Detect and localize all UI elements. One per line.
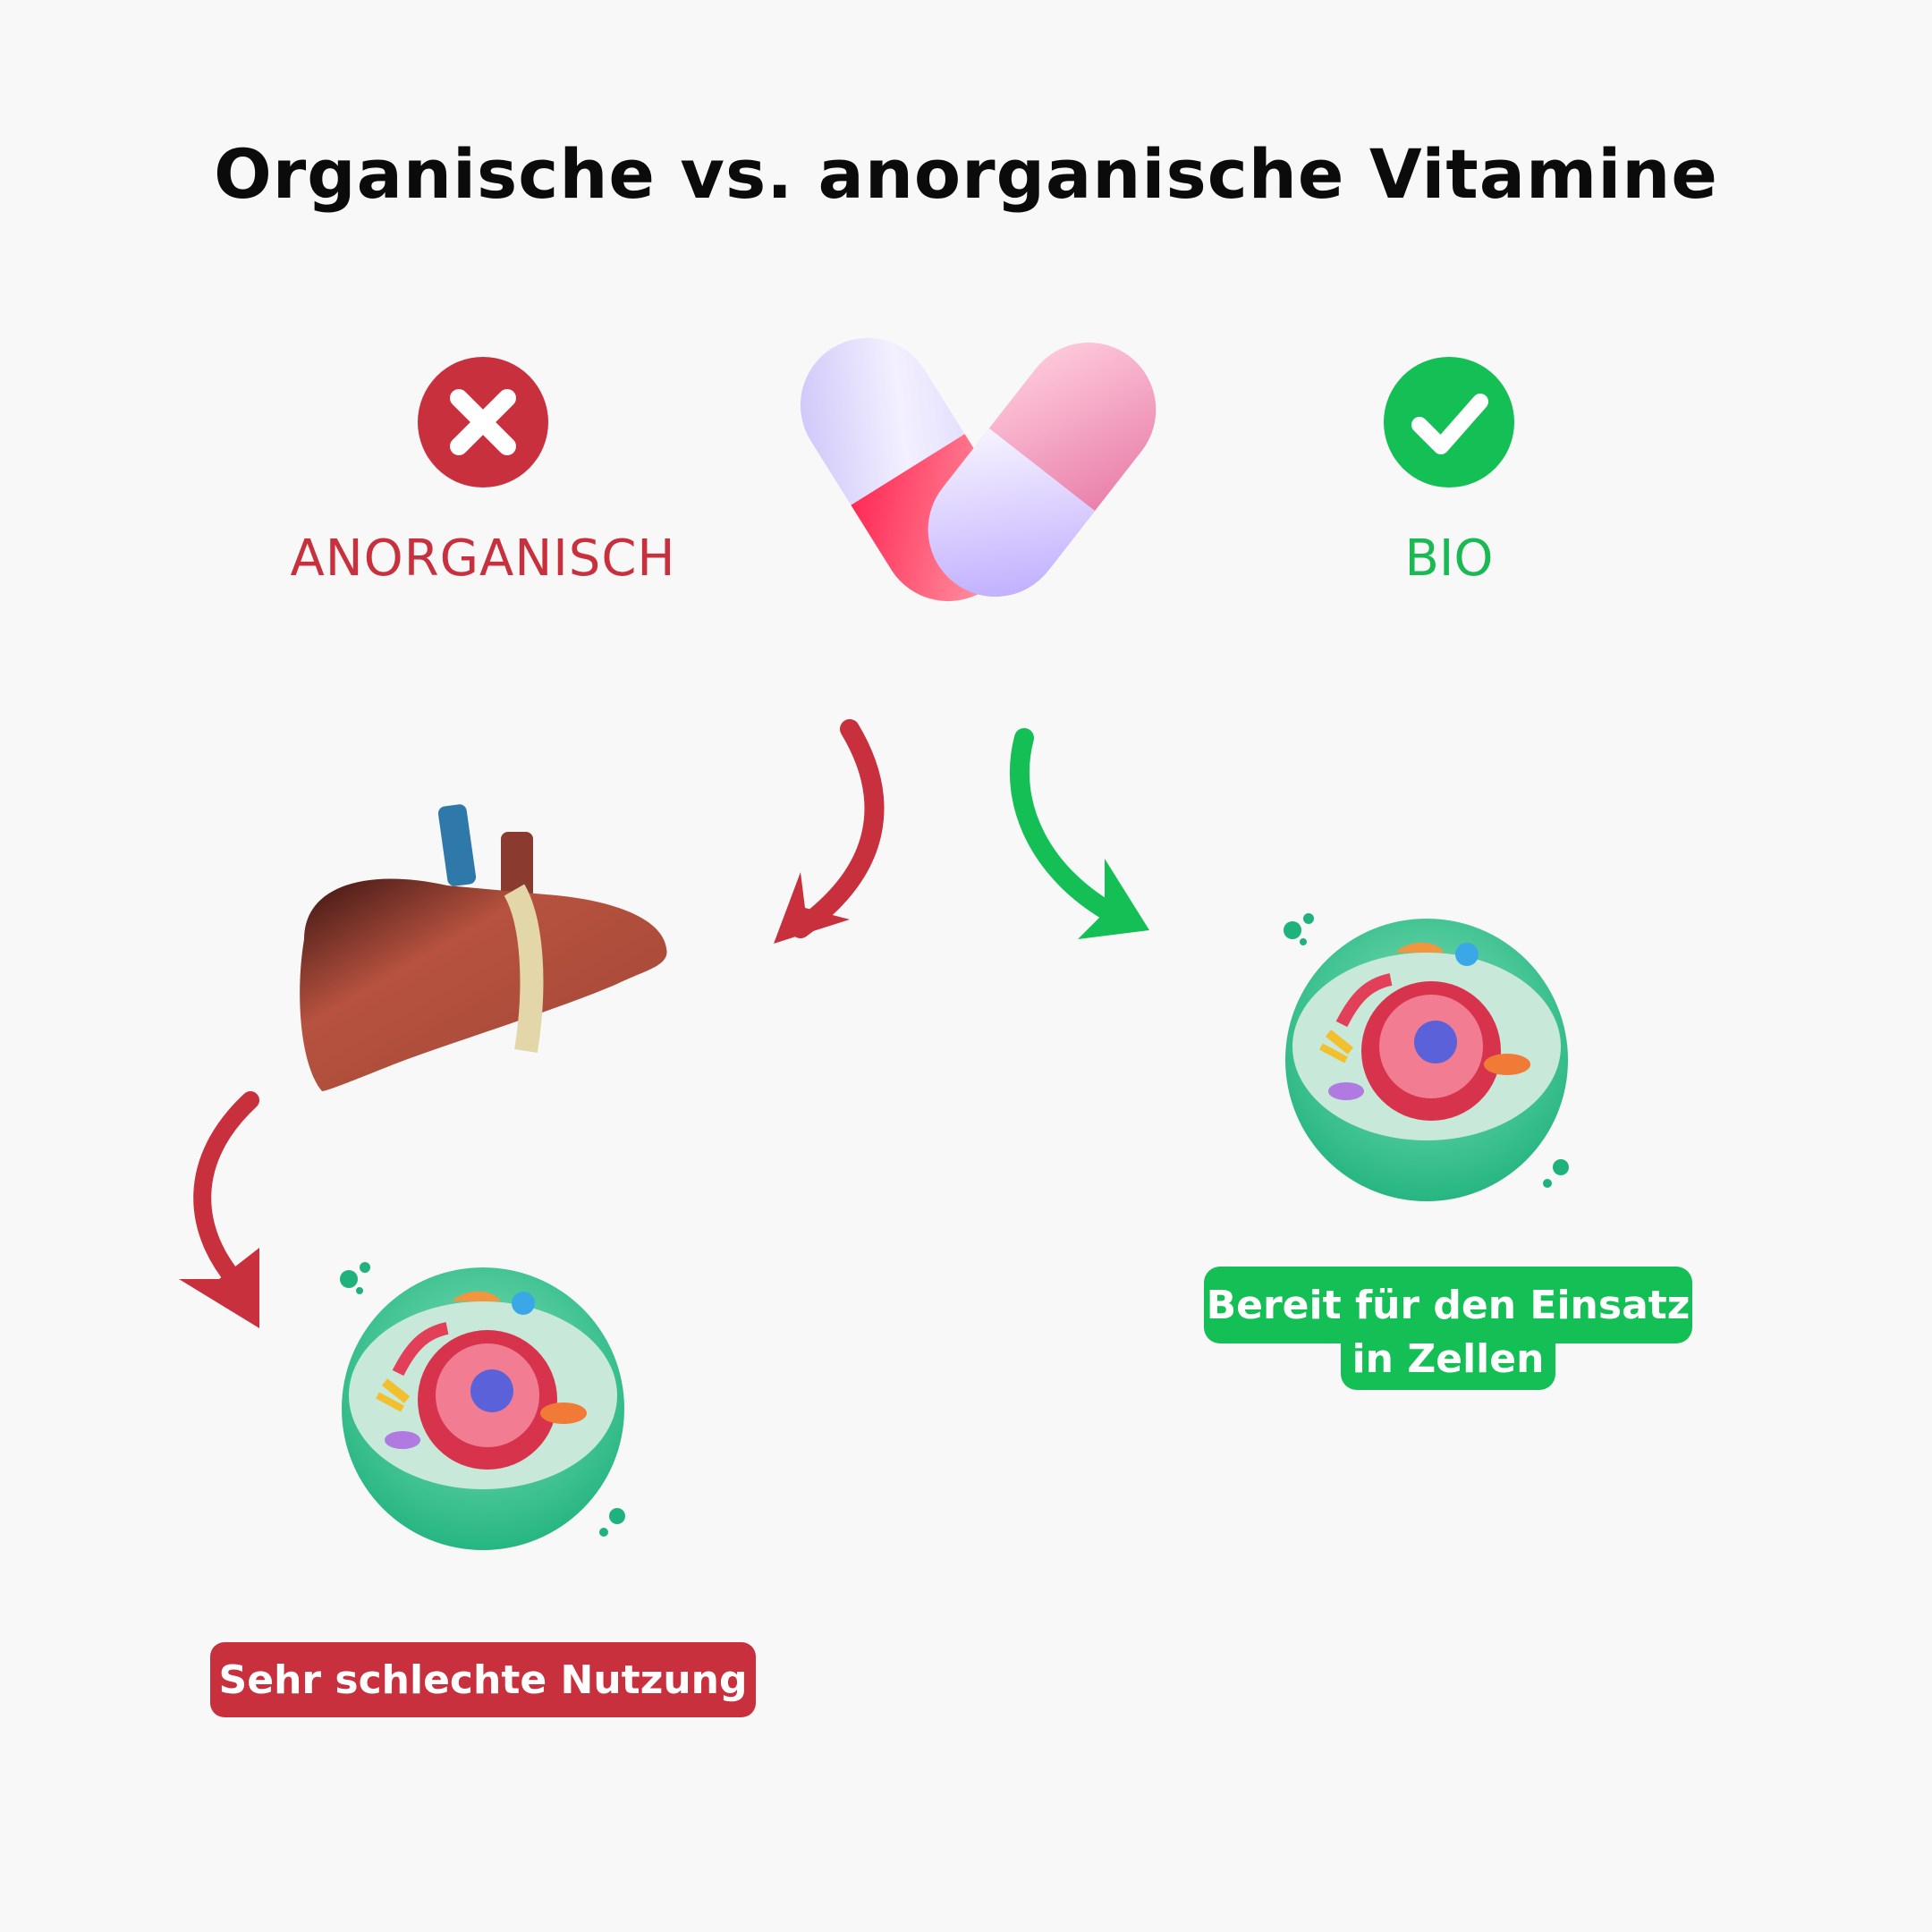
arrow-to-liver bbox=[774, 719, 885, 944]
liver-icon bbox=[300, 804, 667, 1091]
badge-line-1: Bereit für den Einsatz bbox=[1204, 1267, 1692, 1343]
bad-usage-badge: Sehr schlechte Nutzung bbox=[210, 1642, 756, 1717]
arrow-to-cell bbox=[1009, 728, 1149, 939]
arrow-to-bad-cell bbox=[179, 1091, 259, 1328]
cell-bad-icon bbox=[340, 1262, 625, 1550]
capsules-icon bbox=[800, 337, 1157, 602]
bio-label: BIO bbox=[1404, 530, 1494, 588]
page-title: Organische vs. anorganische Vitamine bbox=[214, 134, 1718, 214]
cell-good-icon bbox=[1284, 913, 1569, 1201]
check-circle-icon bbox=[1384, 357, 1514, 487]
badge-line-2: in Zellen bbox=[1341, 1336, 1555, 1390]
ready-for-cells-badge: Bereit für den Einsatz in Zellen bbox=[1204, 1267, 1692, 1390]
x-circle-icon bbox=[418, 357, 548, 487]
anorganisch-label: ANORGANISCH bbox=[290, 530, 676, 588]
